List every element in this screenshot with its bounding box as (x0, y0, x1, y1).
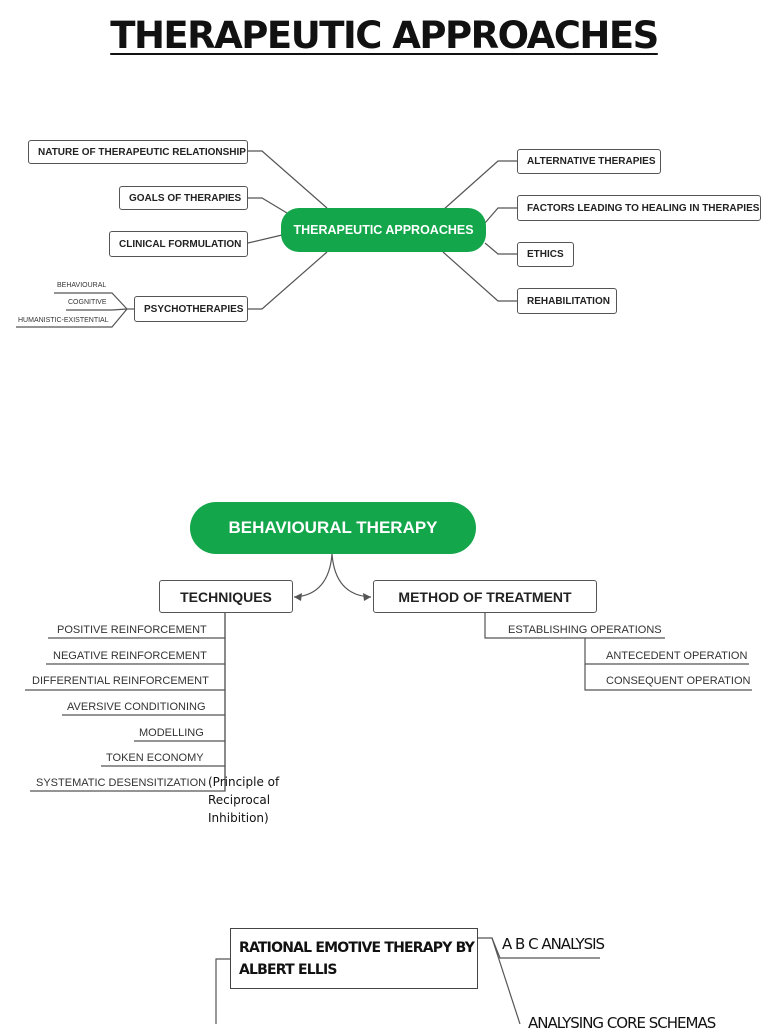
leaf-humanistic-existential: HUMANISTIC-EXISTENTIAL (18, 317, 109, 324)
node-nature-of-therapeutic-relationship: NATURE OF THERAPEUTIC RELATIONSHIP (28, 140, 248, 164)
box-line: ALBERT ELLIS (239, 961, 337, 978)
branch-abc-analysis: A B C ANALYSIS (502, 935, 605, 953)
leaf-positive-reinforcement: POSITIVE REINFORCEMENT (57, 624, 207, 636)
node-label: CLINICAL FORMULATION (119, 238, 242, 250)
node-therapeutic-approaches-center: THERAPEUTIC APPROACHES (281, 208, 486, 252)
node-goals-of-therapies: GOALS OF THERAPIES (119, 186, 248, 210)
node-label: THERAPEUTIC APPROACHES (293, 223, 474, 237)
leaf-establishing-operations: ESTABLISHING OPERATIONS (508, 624, 662, 636)
leaf-negative-reinforcement: NEGATIVE REINFORCEMENT (53, 650, 207, 662)
branch-analysing-core-schemas: ANALYSING CORE SCHEMAS (528, 1014, 716, 1032)
note-reciprocal-inhibition: (Principle of Reciprocal Inhibition) (208, 773, 279, 827)
leaf-cognitive: COGNITIVE (68, 299, 107, 306)
leaf-consequent-operation: CONSEQUENT OPERATION (606, 675, 751, 687)
node-label: ALTERNATIVE THERAPIES (527, 156, 656, 167)
node-alternative-therapies: ALTERNATIVE THERAPIES (517, 149, 661, 174)
node-behavioural-therapy-center: BEHAVIOURAL THERAPY (190, 502, 476, 554)
node-label: GOALS OF THERAPIES (129, 192, 242, 204)
node-psychotherapies: PSYCHOTHERAPIES (134, 296, 248, 322)
node-label: BEHAVIOURAL THERAPY (228, 518, 438, 537)
node-label: ETHICS (527, 249, 564, 260)
leaf-antecedent-operation: ANTECEDENT OPERATION (606, 650, 748, 662)
note-line: Reciprocal (208, 793, 271, 807)
leaf-systematic-desensitization: SYSTEMATIC DESENSITIZATION (36, 777, 207, 789)
node-factors-leading-to-healing: FACTORS LEADING TO HEALING IN THERAPIES (517, 195, 761, 221)
node-rehabilitation: REHABILITATION (517, 288, 617, 314)
leaf-token-economy: TOKEN ECONOMY (106, 752, 204, 764)
leaf-behavioural: BEHAVIOURAL (57, 282, 107, 289)
node-method-of-treatment: METHOD OF TREATMENT (373, 580, 597, 613)
note-line: Inhibition) (208, 811, 269, 825)
leaf-modelling: MODELLING (139, 727, 204, 739)
node-label: METHOD OF TREATMENT (398, 588, 572, 605)
node-label: REHABILITATION (527, 295, 610, 307)
node-label: TECHNIQUES (180, 588, 272, 605)
node-rational-emotive-therapy: RATIONAL EMOTIVE THERAPY BY ALBERT ELLIS (230, 928, 478, 989)
node-label: FACTORS LEADING TO HEALING IN THERAPIES (527, 202, 760, 214)
node-label: PSYCHOTHERAPIES (144, 303, 244, 315)
note-line: (Principle of (208, 775, 280, 789)
leaf-differential-reinforcement: DIFFERENTIAL REINFORCEMENT (32, 675, 209, 687)
node-label: NATURE OF THERAPEUTIC RELATIONSHIP (38, 146, 246, 158)
leaf-aversive-conditioning: AVERSIVE CONDITIONING (67, 701, 206, 713)
page-title: THERAPEUTIC APPROACHES (110, 14, 659, 57)
node-ethics: ETHICS (517, 242, 574, 267)
node-techniques: TECHNIQUES (159, 580, 293, 613)
node-clinical-formulation: CLINICAL FORMULATION (109, 231, 248, 257)
box-line: RATIONAL EMOTIVE THERAPY BY (239, 939, 475, 956)
